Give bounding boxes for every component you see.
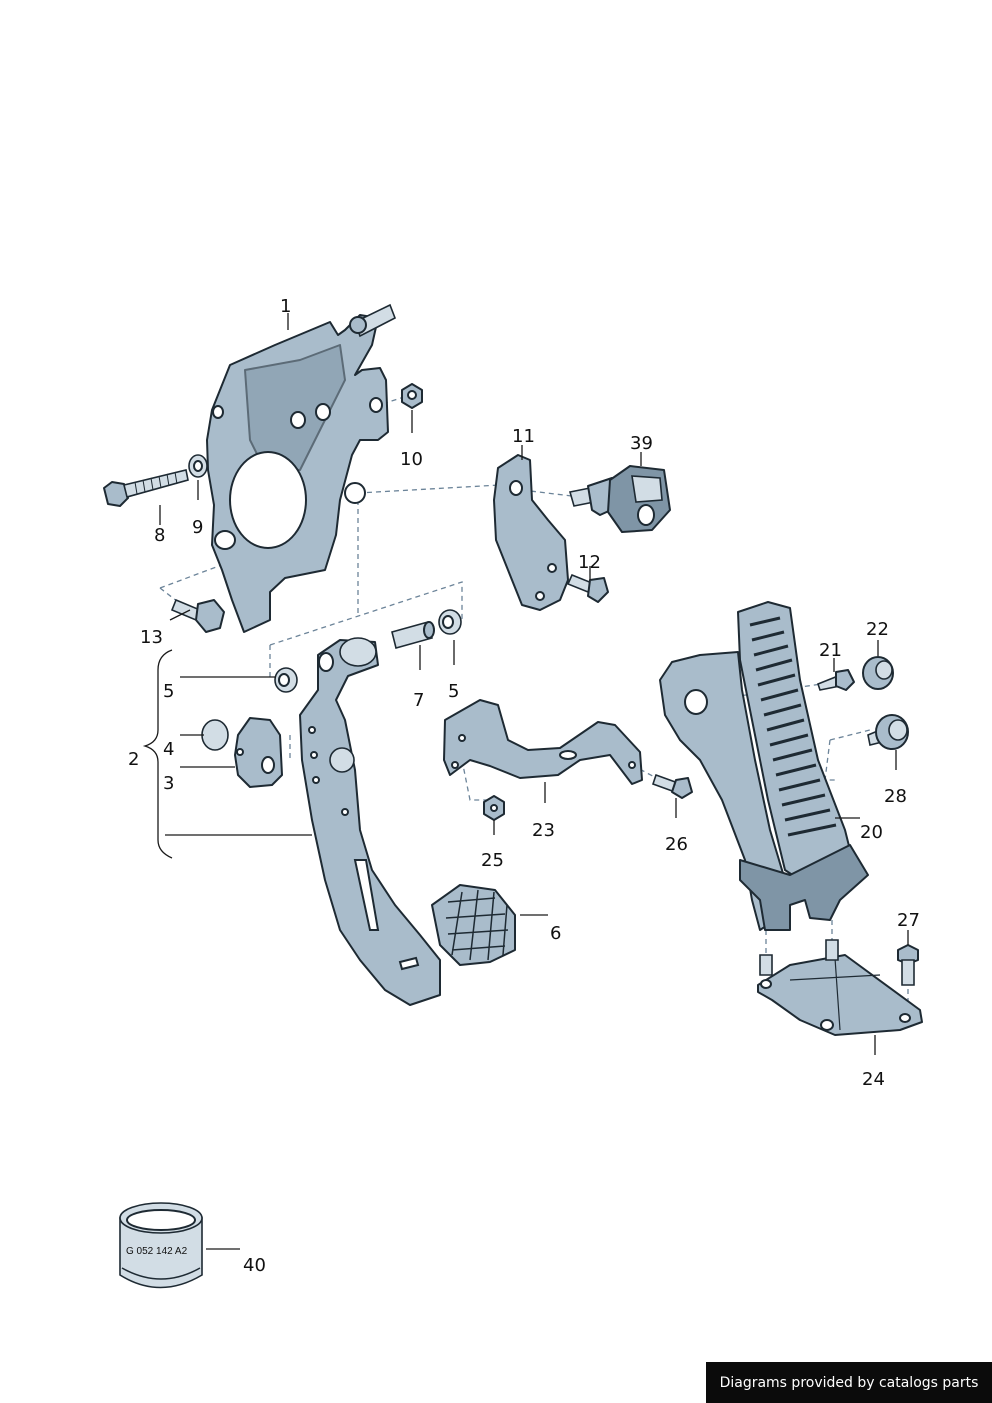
callout-28: 28 [884,786,907,807]
callout-25: 25 [481,850,504,871]
callout-11: 11 [512,426,535,447]
callout-13: 13 [140,627,163,648]
callout-20: 20 [860,822,883,843]
credit-banner: Diagrams provided by catalogs parts [706,1362,992,1403]
clutch-pedal-2 [299,637,441,1006]
stopper-28 [867,714,909,750]
cap-4 [201,719,229,751]
callout-labels: 1 10 8 9 13 11 39 12 7 5 5 4 3 2 6 23 25… [128,296,920,1276]
accelerator-pedal-20 [659,601,869,931]
callout-7: 7 [413,690,424,711]
leader-lines [142,313,909,1250]
callout-5-left: 5 [163,681,174,702]
callout-21: 21 [819,640,842,661]
bush-5-right [438,609,462,635]
callout-4: 4 [163,739,174,760]
base-plate-24 [757,939,923,1036]
bracket-3 [234,717,283,788]
callout-12: 12 [578,552,601,573]
bolt-13 [170,598,225,633]
washer-9 [188,454,208,478]
callout-23: 23 [532,820,555,841]
sleeve-40: G 052 142 A2 [119,1202,203,1289]
bush-5-left [274,667,298,693]
callout-2: 2 [128,749,139,770]
part-marking-text: G 052 142 A2 [126,1246,188,1257]
callout-27: 27 [897,910,920,931]
callout-5-right: 5 [448,681,459,702]
bolt-27 [897,944,919,986]
callout-9: 9 [192,517,203,538]
callout-40: 40 [243,1255,266,1276]
callout-10: 10 [400,449,423,470]
screw-12 [566,573,609,603]
bolt-8 [103,469,189,507]
bolt-26 [651,773,693,799]
stopper-22 [862,656,894,690]
callout-24: 24 [862,1069,885,1090]
screw-21 [817,669,855,691]
pedal-pad-6 [431,884,516,966]
callout-1: 1 [280,296,291,317]
callout-26: 26 [665,834,688,855]
bracket-23 [443,699,643,785]
pedal-bracket [206,303,397,633]
switch-bracket-11 [493,454,569,611]
nut-10 [401,383,423,409]
nut-25 [483,795,505,821]
callout-22: 22 [866,619,889,640]
callout-8: 8 [154,525,165,546]
callout-39: 39 [630,433,653,454]
callout-6: 6 [550,923,561,944]
callout-3: 3 [163,773,174,794]
bushing-7 [391,621,435,649]
switch-39 [568,465,671,533]
